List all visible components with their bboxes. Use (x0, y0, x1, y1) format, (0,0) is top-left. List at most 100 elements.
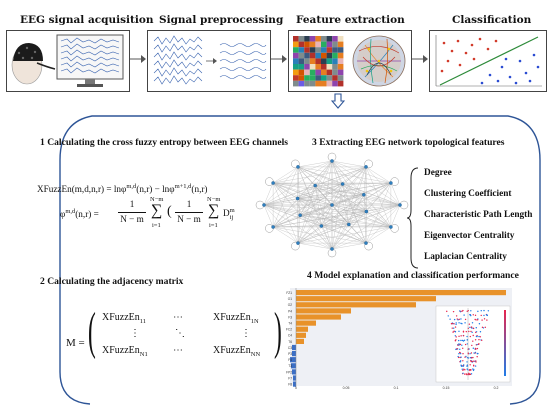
swarm-dot (459, 348, 461, 351)
swarm-dot (460, 364, 462, 366)
network-node (296, 165, 300, 169)
swarm-dot (471, 331, 473, 333)
swarm-dot (472, 314, 474, 316)
swarm-dot (461, 344, 463, 346)
heatmap-cell (321, 64, 327, 70)
swarm-dot (455, 315, 458, 317)
heatmap-cell (326, 80, 333, 87)
cell-nn-text: XFuzzEn (213, 345, 251, 356)
network-edge (272, 182, 301, 216)
network-edge (272, 182, 322, 227)
swarm-dot (457, 344, 459, 346)
heatmap-cell (321, 41, 327, 48)
swarm-dot (479, 336, 482, 338)
swarm-dot (462, 330, 465, 333)
network-node (319, 224, 324, 228)
network-edge (273, 182, 333, 206)
heatmap-cell (309, 64, 316, 70)
importance-bar (293, 381, 296, 387)
heatmap-cell (293, 64, 299, 70)
swarm-dot (470, 369, 472, 371)
swarm-dot (462, 364, 465, 366)
network-edge (331, 224, 349, 250)
swarm-dot (472, 368, 474, 370)
network-edge (321, 225, 391, 228)
tick-01: 0.1 (394, 386, 399, 390)
swarm-dot (459, 343, 461, 346)
network-edge (331, 160, 367, 244)
feature-characteristic-path-length: Characteristic Path Length (424, 210, 533, 220)
network-edge (365, 166, 391, 184)
importance-bar (291, 363, 296, 369)
cell-n1-text: XFuzzEn (102, 345, 140, 356)
phi-args: (n,r) = (75, 209, 99, 220)
swarm-dot (457, 339, 460, 342)
network-edge (331, 166, 367, 250)
swarm-dot (463, 314, 465, 316)
network-edge (273, 166, 367, 184)
network-edge (297, 166, 364, 195)
heatmap-cell (315, 69, 321, 76)
network-edge (297, 242, 333, 250)
xfuzzen-mid: (n,r) − lnφ (136, 184, 175, 195)
swarm-dot (462, 340, 465, 342)
network-node (362, 192, 366, 197)
swarm-dot (460, 318, 462, 320)
swarm-dot (464, 356, 466, 358)
swarm-dot (483, 318, 486, 320)
xfuzzen-sup2: m+1,d (174, 183, 192, 190)
xfuzzen-sup1: m,d (126, 183, 137, 190)
swarm-dot (452, 327, 455, 329)
network-node (364, 209, 369, 214)
swarm-dot (466, 364, 469, 366)
matrix-hdots-bottom: ⋯ (173, 345, 183, 356)
swarm-dot (472, 356, 474, 359)
heatmap-cell (298, 75, 305, 81)
swarm-dot (469, 373, 471, 375)
swarm-dot (469, 326, 471, 329)
heatmap-cell (332, 69, 338, 76)
swarm-dot (472, 347, 475, 349)
heatmap-cell (298, 58, 305, 64)
importance-label: C3 (288, 346, 292, 350)
importance-bar (296, 290, 506, 296)
heatmap-cell (304, 75, 310, 81)
importance-label: F3 (288, 315, 292, 319)
network-edge (331, 160, 364, 195)
heatmap-cell (298, 52, 305, 59)
network-edge (342, 183, 401, 206)
network-edge (331, 183, 343, 206)
swarm-dot (478, 323, 481, 325)
heatmap-cell (304, 58, 310, 64)
heatmap-cell (293, 47, 299, 53)
network-edge (342, 183, 349, 225)
swarm-dot (466, 339, 469, 341)
network-node (313, 183, 317, 188)
swarm-dot (458, 353, 460, 355)
heatmap-cell (298, 80, 305, 87)
network-node (295, 196, 300, 201)
network-self-loop (364, 241, 373, 251)
swarm-dot (479, 331, 482, 333)
network-edge (390, 182, 401, 206)
heatmap-cell (309, 75, 316, 81)
heatmap-cell (309, 41, 316, 48)
network-edge (366, 182, 392, 212)
heatmap-cell (337, 52, 344, 59)
heatmap-cell (321, 69, 327, 76)
swarm-dot (455, 323, 457, 326)
swarm-dot (458, 330, 460, 332)
swarm-dot (462, 347, 464, 350)
swarm-dot (451, 327, 453, 329)
swarm-dot (474, 314, 477, 317)
network-node (364, 165, 368, 169)
importance-bar (296, 302, 416, 308)
swarm-dot (474, 365, 477, 367)
network-edge (363, 182, 391, 195)
heatmap-cell (304, 80, 310, 87)
frac1-num: 1 (129, 199, 135, 209)
heatmap-cell (326, 75, 333, 81)
network-edge (363, 166, 367, 195)
swarm-dot (464, 369, 466, 371)
network-edge (300, 204, 401, 216)
